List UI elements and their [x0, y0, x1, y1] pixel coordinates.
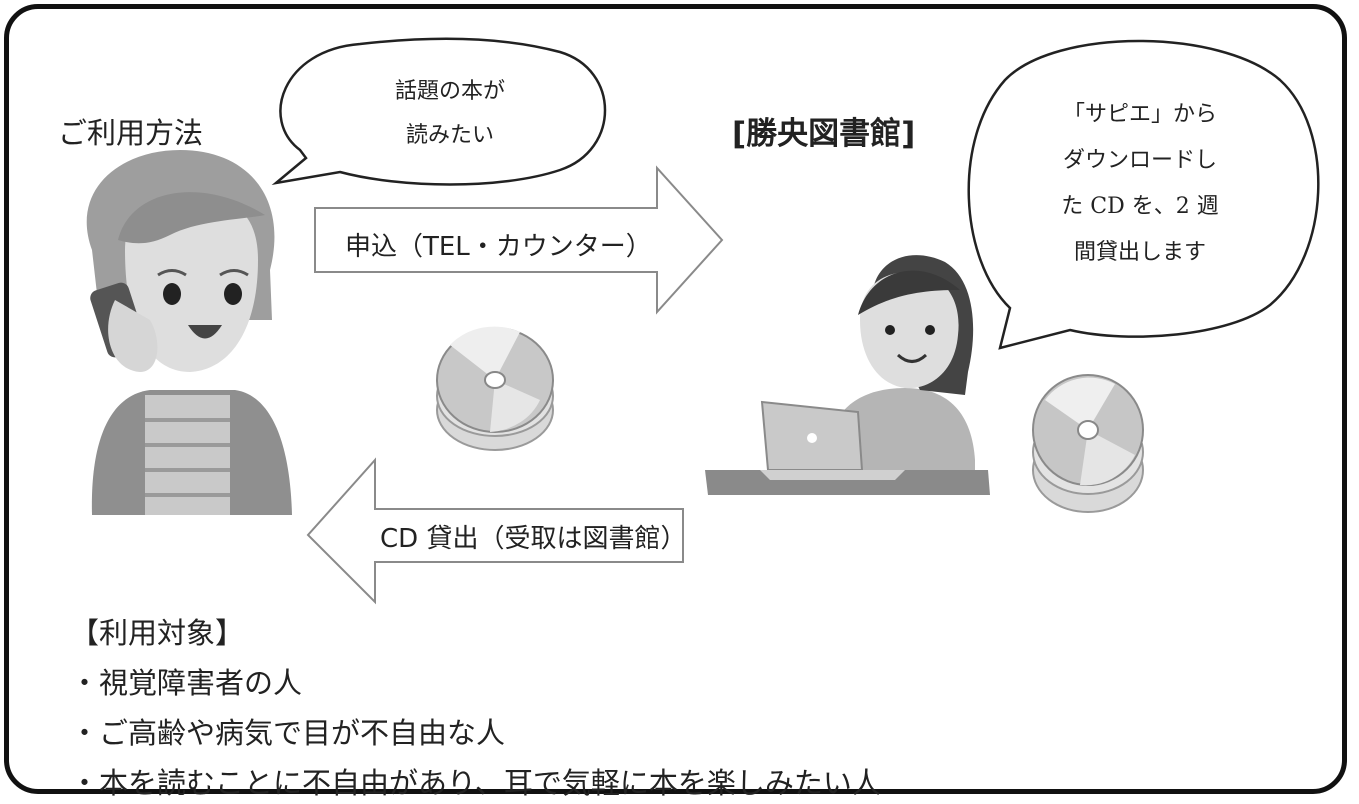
library-bubble-line-1: 「サピエ」から [1062, 102, 1217, 127]
library-bubble-line-2: ダウンロードし [1062, 148, 1217, 173]
user-speech-bubble [271, 37, 607, 186]
user-bubble-line-2: 読みたい [405, 123, 494, 148]
library-heading: [勝央図書館] [732, 116, 916, 152]
cd-stack-icon [436, 326, 554, 451]
eligibility-item: ・視覚障害者の人 [70, 666, 303, 700]
user-bubble-text: 話題の本が 読みたい [330, 70, 570, 158]
librarian-at-laptop-illustration [705, 255, 990, 495]
eligibility-section: 【利用対象】 ・視覚障害者の人 ・ご高齢や病気で目が不自由な人 ・本を読むことに… [70, 610, 881, 802]
eligibility-item: ・ご高齢や病気で目が不自由な人 [70, 716, 506, 750]
user-bubble-line-1: 話題の本が [394, 79, 505, 104]
cd-stack-icon-right [1032, 374, 1144, 513]
lending-arrow-label: CD 貸出（受取は図書館） [380, 524, 687, 554]
request-arrow [314, 165, 724, 315]
eligibility-title: 【利用対象】 [70, 616, 245, 650]
library-speech-bubble [967, 39, 1320, 350]
woman-on-phone-illustration [86, 150, 292, 515]
request-arrow-label: 申込（TEL・カウンター） [345, 232, 652, 262]
lending-arrow [306, 457, 684, 605]
library-bubble-line-4: 間貸出します [1073, 240, 1206, 265]
usage-heading: ご利用方法 [58, 116, 204, 150]
library-bubble-text: 「サピエ」から ダウンロードし た CD を、2 週 間貸出します [1005, 92, 1275, 276]
eligibility-item: ・本を読むことに不自由があり、耳で気軽に本を楽しみたい人 [70, 766, 881, 800]
library-bubble-line-3: た CD を、2 週 [1061, 194, 1219, 219]
